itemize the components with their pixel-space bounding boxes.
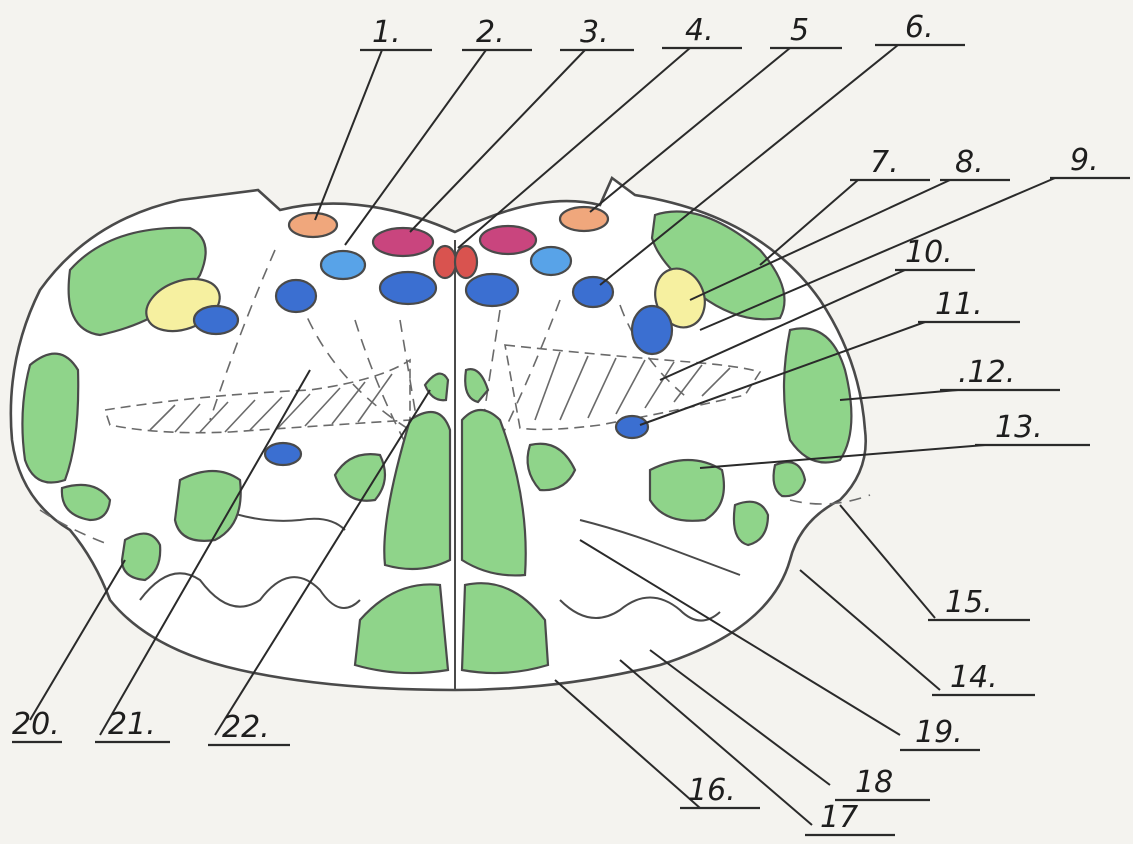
left-orange-nucleus bbox=[289, 213, 337, 237]
left-red-nucleus bbox=[434, 246, 456, 278]
label-16: 16. bbox=[688, 773, 736, 808]
label-1: 1. bbox=[372, 15, 401, 50]
label-6: 6. bbox=[905, 10, 934, 45]
right-ventrolateral-tract-a bbox=[650, 460, 724, 521]
label-4: 4. bbox=[685, 13, 714, 48]
right-ventrolateral-tract-c bbox=[774, 462, 805, 496]
label-14: 14. bbox=[950, 660, 998, 695]
right-blue-nucleus-medial bbox=[466, 274, 518, 306]
right-orange-nucleus bbox=[560, 207, 608, 231]
left-light-blue-nucleus bbox=[321, 251, 365, 279]
label-11: 11. bbox=[935, 287, 983, 322]
left-blue-nucleus-medial bbox=[380, 272, 436, 304]
label-12: .12. bbox=[958, 355, 1015, 390]
label-13: 13. bbox=[995, 410, 1043, 445]
label-8: 8. bbox=[955, 145, 984, 180]
right-red-nucleus bbox=[455, 246, 477, 278]
label-22: 22. bbox=[222, 710, 270, 745]
left-ventrolateral-tract-b bbox=[122, 534, 160, 580]
left-lateral-tract-middle bbox=[22, 354, 78, 483]
label-5: 5 bbox=[790, 13, 809, 48]
label-3: 3. bbox=[580, 15, 609, 50]
label-7: 7. bbox=[870, 145, 899, 180]
label-21: 21. bbox=[108, 707, 156, 742]
label-17: 17 bbox=[820, 800, 858, 835]
label-2: 2. bbox=[476, 15, 505, 50]
right-blue-nucleus-dorsal bbox=[573, 277, 613, 307]
right-light-blue-nucleus bbox=[531, 247, 571, 275]
left-magenta-nucleus bbox=[373, 228, 433, 256]
left-blue-nucleus-ventral bbox=[265, 443, 301, 465]
left-blue-nucleus-lateral bbox=[194, 306, 238, 334]
label-19: 19. bbox=[915, 715, 963, 750]
left-blue-nucleus-dorsal bbox=[276, 280, 316, 312]
right-magenta-nucleus bbox=[480, 226, 536, 254]
label-10: 10. bbox=[905, 235, 953, 270]
right-blue-nucleus-ventral bbox=[616, 416, 648, 438]
label-18: 18 bbox=[855, 765, 893, 800]
right-blue-nucleus-lateral bbox=[632, 306, 672, 354]
label-20: 20. bbox=[12, 707, 60, 742]
label-9: 9. bbox=[1070, 143, 1099, 178]
label-15: 15. bbox=[945, 585, 993, 620]
